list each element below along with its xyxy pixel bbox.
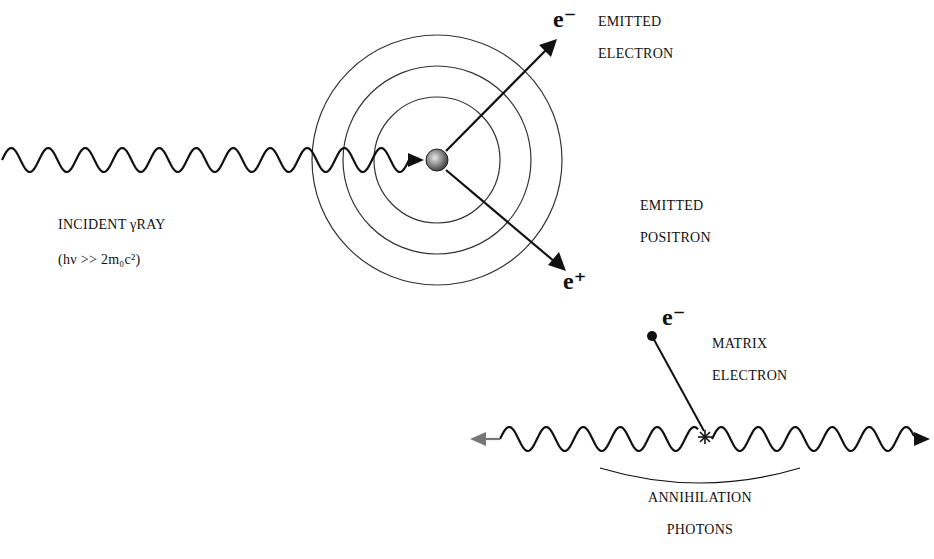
- arrowhead: [408, 153, 424, 167]
- electron-track: [652, 336, 704, 431]
- annihilation-wave: [500, 427, 698, 451]
- incident-wave: [2, 148, 410, 172]
- nucleus: [426, 149, 448, 171]
- photon-label: ANNIHILATION PHOTONS: [630, 482, 770, 546]
- arrowhead: [539, 39, 557, 57]
- electron-shells: [312, 35, 562, 285]
- positron-symbol: e⁺: [563, 268, 603, 294]
- bracket: [600, 468, 800, 483]
- incident-label: INCIDENT γRAY: [58, 209, 258, 241]
- electron-symbol: e⁻: [662, 304, 702, 330]
- arrowhead: [470, 432, 486, 446]
- particle-label: MATRIX ELECTRON: [712, 328, 812, 392]
- energy-condition: (hν >> 2m₀c²): [58, 244, 258, 276]
- particle-label: EMITTED ELECTRON: [598, 6, 698, 70]
- annihilation-wave: [712, 427, 914, 451]
- arrowhead: [914, 432, 930, 446]
- annihilation-star: [698, 430, 712, 444]
- electron-symbol: e⁻: [553, 6, 593, 32]
- particle-label: EMITTED POSITRON: [640, 190, 740, 254]
- particle-tracks: [446, 50, 555, 262]
